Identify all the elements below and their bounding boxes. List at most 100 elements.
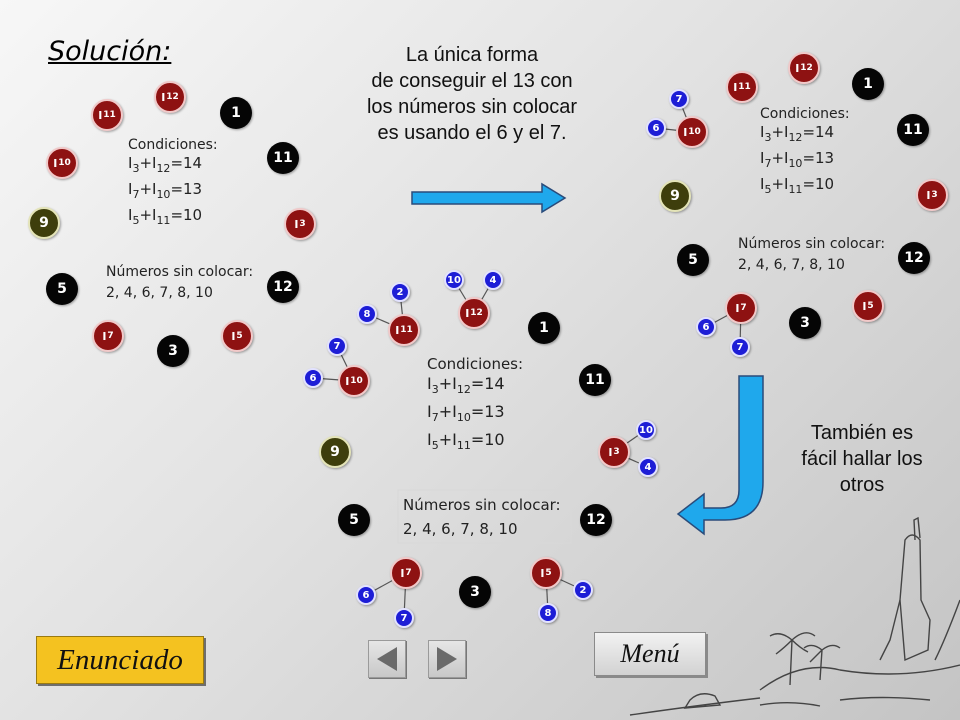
node-label: 2 [579,584,587,596]
index: 3 [132,162,140,175]
index: 7 [132,188,140,201]
candidate-node: 2 [573,580,593,600]
palm-sketch-icon [629,516,960,716]
node-label: I [53,156,58,170]
note-line: es usando el 6 y el 7. [377,122,567,144]
number-node: 11 [579,364,611,396]
condition-value: =13 [170,180,203,198]
node-label: I [608,445,613,459]
candidate-node: 8 [538,603,558,623]
number-node: 9 [659,180,691,212]
number-node: 12 [898,242,930,274]
condition-row: I5+I11=10 [427,430,505,453]
index: 11 [456,439,471,453]
candidate-node: 2 [390,282,410,302]
node-index: 11 [738,82,751,92]
node-label: 7 [400,612,408,624]
unplaced-heading: Números sin colocar: [403,496,561,514]
candidate-node: 4 [483,270,503,290]
condition-value: =14 [802,123,835,141]
node-label: 4 [489,274,497,286]
condition-row: I5+I11=10 [760,175,835,196]
unplaced-box [397,489,572,544]
index: 5 [431,439,439,453]
node-index: 3 [613,447,620,457]
candidate-node: 7 [394,608,414,628]
node-label: I [465,306,470,320]
number-node: 1 [528,312,560,344]
node-label: 4 [644,461,652,473]
node-label: 5 [688,252,698,268]
node-label: 7 [736,341,744,353]
enunciado-button[interactable]: Enunciado [36,636,204,684]
node-label: I [294,217,299,231]
condition-value: =14 [170,154,203,172]
condition-value: =14 [470,374,505,393]
index: 11 [788,183,803,196]
number-node: 3 [789,307,821,339]
node-label: I [735,301,740,315]
candidate-node: 7 [327,336,347,356]
conditions-block: Condiciones: I3+I12=14 I7+I10=13 I5+I11=… [760,106,850,200]
number-node: 12 [267,271,299,303]
number-node: 9 [319,436,351,468]
node-label: 3 [168,343,178,359]
candidate-node: 10 [636,420,656,440]
number-node: 3 [157,335,189,367]
node-index: 3 [931,190,938,200]
note-top: La única forma de conseguir el 13 con lo… [340,42,604,146]
index: 12 [456,383,471,397]
condition-row: I5+I11=10 [128,206,203,227]
candidate-node: 6 [303,368,323,388]
node-label: 12 [586,512,606,528]
node-index: 12 [166,92,179,102]
condition-row: I3+I12=14 [427,374,505,397]
note-line: La única forma [405,44,539,66]
index: 7 [431,411,439,425]
next-button[interactable] [428,640,466,678]
node-label: 12 [904,250,924,266]
conditions-heading: Condiciones: [760,106,850,122]
prev-button[interactable] [368,640,406,678]
curved-arrow-icon [676,375,764,536]
node-label: I [345,374,350,388]
candidate-node: 6 [356,585,376,605]
node-label: 5 [57,281,67,297]
condition-row: I7+I10=13 [128,180,203,201]
unplaced-heading: Números sin colocar: [738,236,886,252]
note-line: otros [839,474,885,496]
condition-value: =10 [170,206,203,224]
node-label: 8 [363,308,371,320]
node-label: 2 [396,286,404,298]
node-label: 9 [330,444,340,460]
number-node: 5 [46,273,78,305]
node-label: I [862,299,867,313]
node-label: 11 [585,372,605,388]
candidate-node: 8 [357,304,377,324]
menu-button[interactable]: Menú [594,632,706,676]
node-label: I [683,125,688,139]
node-label: 8 [544,607,552,619]
node-label: 11 [273,150,293,166]
node-label: 6 [362,589,370,601]
node-label: 3 [470,584,480,600]
unplaced-block: Números sin colocar: 2, 4, 6, 7, 8, 10 [738,236,885,273]
node-index: 12 [800,63,813,73]
index: 12 [788,131,803,144]
